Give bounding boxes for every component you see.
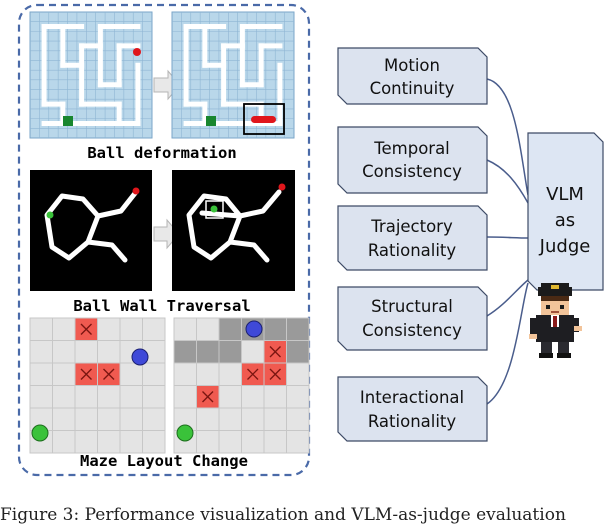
- criterion-line1: Motion: [384, 56, 440, 75]
- criterion-structural-consistency: Structural Consistency: [337, 286, 488, 351]
- layout-before: [29, 317, 166, 454]
- criterion-line1: Trajectory: [370, 217, 453, 236]
- criterion-line2: Continuity: [370, 79, 455, 98]
- ball-marker: [278, 183, 286, 191]
- criterion-line1: Interactional: [360, 388, 464, 407]
- caption-maze-layout-change: Maze Layout Change: [80, 452, 248, 470]
- criterion-motion-continuity: Motion Continuity: [337, 47, 488, 105]
- judge-character-icon: [529, 283, 582, 358]
- judge-line2: as: [555, 210, 575, 231]
- examples-panel: [17, 3, 311, 477]
- criterion-line2: Consistency: [362, 162, 462, 181]
- criterion-trajectory-rationality: Trajectory Rationality: [337, 205, 488, 271]
- vlm-judge-box: VLM as Judge: [527, 132, 604, 291]
- green-goal: [31, 424, 49, 442]
- caption-ball-wall-traversal: Ball Wall Traversal: [73, 297, 250, 315]
- green-goal: [176, 424, 194, 442]
- maze-after: [171, 11, 295, 139]
- goal-marker: [206, 116, 216, 126]
- goal-marker: [210, 205, 218, 213]
- highlight-box: [205, 200, 224, 219]
- ball-marker: [133, 48, 141, 56]
- goal-marker: [63, 116, 73, 126]
- judge-line1: VLM: [546, 184, 584, 205]
- highlight-box: [243, 103, 285, 135]
- criterion-line2: Consistency: [362, 321, 462, 340]
- layout-after: [173, 317, 310, 454]
- criterion-temporal-consistency: Temporal Consistency: [337, 126, 488, 194]
- caption-ball-deformation: Ball deformation: [87, 144, 236, 162]
- maze-before: [29, 11, 153, 139]
- traversal-after: [172, 170, 295, 291]
- connector-lines: [486, 78, 529, 405]
- figure-caption-footer: Figure 3: Performance visualization and …: [0, 505, 566, 525]
- judge-line3: Judge: [539, 236, 591, 257]
- criterion-line2: Rationality: [368, 241, 457, 260]
- goal-marker: [46, 211, 54, 219]
- criterion-line2: Rationality: [368, 412, 457, 431]
- traversal-before: [30, 170, 152, 291]
- criterion-line1: Structural: [371, 297, 453, 316]
- deformed-ball: [251, 116, 276, 123]
- ball-marker: [132, 187, 140, 195]
- figure-canvas: Ball deformation Ball Wall Traversal Maz…: [17, 3, 604, 477]
- criterion-line1: Temporal: [373, 139, 450, 158]
- blue-ball: [131, 348, 149, 366]
- criterion-interactional-rationality: Interactional Rationality: [337, 376, 488, 442]
- blue-ball: [245, 320, 263, 338]
